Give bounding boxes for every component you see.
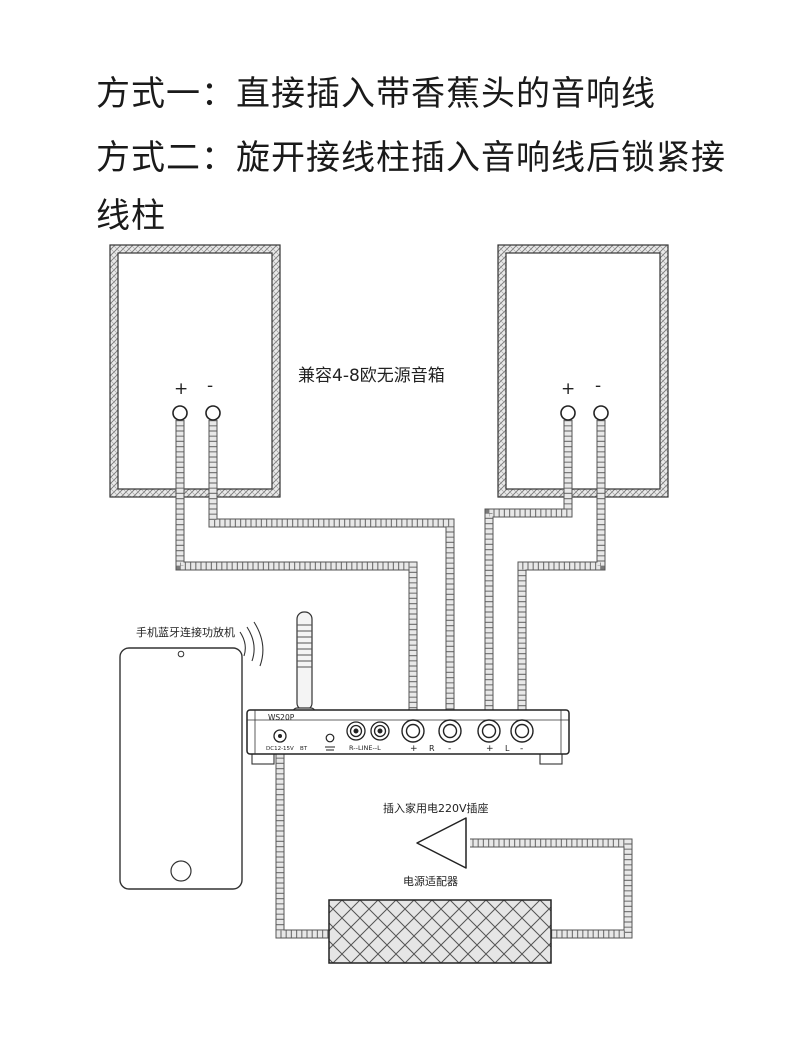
bluetooth-signal-icon <box>239 621 264 667</box>
line-input-jacks <box>346 721 390 741</box>
wall-outlet-label: 插入家用电220V插座 <box>383 801 489 815</box>
phone-home-button <box>170 860 192 882</box>
dc-power-jack <box>273 729 287 743</box>
power-cables <box>275 742 633 939</box>
amp-r-minus-label: - <box>448 744 451 754</box>
amp-l-minus-label: - <box>520 744 523 754</box>
right-speaker-plus-label: + <box>561 379 575 399</box>
left-speaker-plus-terminal <box>172 405 188 421</box>
left-speaker <box>109 244 281 498</box>
heading-method-two: 方式二：旋开接线柱插入音响线后锁紧接 <box>96 138 726 178</box>
right-speaker <box>497 244 669 498</box>
wall-plug-icon <box>416 817 467 869</box>
power-adapter-label: 电源适配器 <box>403 874 458 888</box>
right-speaker-minus-terminal <box>593 405 609 421</box>
amplifier-model-label: WS20P <box>268 713 295 722</box>
speaker-cables <box>175 420 606 722</box>
power-adapter <box>328 899 552 964</box>
phone-bluetooth-label: 手机蓝牙连接功放机 <box>136 625 235 639</box>
right-speaker-minus-label: - <box>595 376 601 396</box>
right-speaker-plus-terminal <box>560 405 576 421</box>
heading-method-one: 方式一：直接插入带香蕉头的音响线 <box>96 74 656 114</box>
smartphone <box>119 647 243 890</box>
speaker-output-terminals <box>401 719 534 743</box>
speaker-compatibility-label: 兼容4-8欧无源音箱 <box>298 366 445 386</box>
ground-symbol-icon <box>325 746 335 751</box>
dc-input-label: DC12-15V <box>266 746 294 752</box>
amp-l-label: L <box>505 744 510 753</box>
heading-method-two-continued: 线柱 <box>96 196 166 236</box>
amp-r-label: R <box>429 744 435 753</box>
amp-r-plus-label: + <box>410 744 418 754</box>
left-speaker-plus-label: + <box>174 379 188 399</box>
line-input-label: R--LINE--L <box>349 744 381 752</box>
mode-button <box>325 733 335 743</box>
left-speaker-minus-label: - <box>207 376 213 396</box>
amp-l-plus-label: + <box>486 744 494 754</box>
left-speaker-minus-terminal <box>205 405 221 421</box>
bt-label: BT <box>300 746 308 752</box>
